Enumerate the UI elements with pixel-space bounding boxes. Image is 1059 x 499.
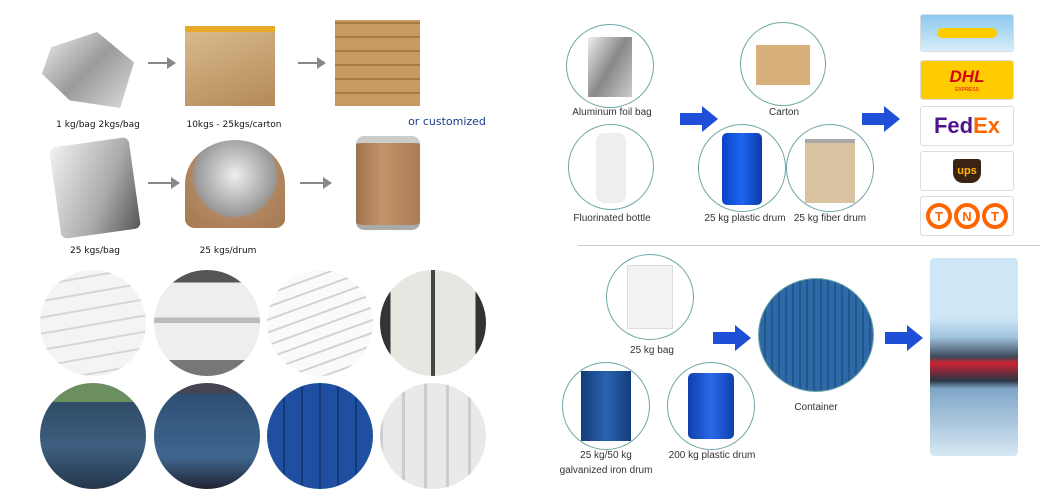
ups-text: ups	[953, 159, 981, 183]
arrow-icon	[148, 57, 176, 69]
blue-arrow-icon	[713, 325, 751, 351]
fedex-ex: Ex	[973, 113, 1001, 138]
blue-arrow-icon	[885, 325, 923, 351]
label-iron-drum-2: galvanized iron drum	[559, 465, 653, 476]
container-circle	[758, 278, 874, 392]
carton-box-image	[185, 26, 275, 106]
iron-drum-circle	[562, 362, 650, 450]
photo-blue-drums	[267, 383, 373, 489]
label-plastic-drum: 25 kg plastic drum	[704, 213, 786, 224]
label-foil-bag: Aluminum foil bag	[572, 107, 652, 118]
label-small-bags: 1 kg/bag 2kgs/bag	[56, 120, 140, 130]
label-bag25: 25 kg bag	[630, 345, 674, 356]
dhl-express-text: EXPRESS	[955, 87, 979, 93]
blue-arrow-icon	[862, 106, 900, 132]
large-foil-bag-image	[48, 136, 142, 240]
arrow-icon	[298, 57, 326, 69]
photo-bag-stack	[267, 270, 373, 376]
bottle-circle	[568, 124, 654, 210]
arrow-icon	[148, 177, 180, 189]
dhl-plane-logo	[920, 14, 1014, 52]
fedex-fed: Fed	[933, 113, 974, 138]
carton-circle	[740, 22, 826, 106]
fiber-drum-image	[356, 136, 420, 230]
label-big-bag: 25 kgs/bag	[70, 246, 120, 256]
plastic-drum-200-circle	[667, 362, 755, 450]
carton-pallet-image	[335, 20, 420, 106]
photo-ibc-tanks	[380, 383, 486, 489]
ups-logo: ups	[920, 151, 1014, 191]
label-iron-drum-1: 25 kg/50 kg	[580, 450, 632, 461]
photo-white-bags	[40, 270, 146, 376]
cargo-ship-photo	[930, 258, 1018, 456]
tnt-logo: T N T	[920, 196, 1014, 236]
fiber-drum-circle	[786, 124, 874, 212]
photo-drums-pallet	[40, 383, 146, 489]
foil-bag-circle	[566, 24, 654, 108]
photo-jumbo-bags	[380, 270, 486, 376]
label-carton-right: Carton	[768, 107, 800, 118]
blue-arrow-icon	[680, 106, 718, 132]
drum-with-liner-image	[185, 140, 285, 228]
dhl-text: DHL	[949, 67, 985, 86]
photo-drums-warehouse	[154, 383, 260, 489]
label-drum: 25 kgs/drum	[199, 246, 257, 256]
arrow-icon	[300, 177, 332, 189]
label-fiber-drum: 25 kg fiber drum	[793, 213, 867, 224]
label-customized: or customized	[408, 115, 486, 128]
tnt-letter: N	[954, 203, 980, 229]
bag25-circle	[606, 254, 694, 340]
foil-bags-image	[42, 32, 134, 108]
label-bottle: Fluorinated bottle	[573, 213, 651, 224]
label-carton: 10kgs - 25kgs/carton	[186, 120, 282, 130]
label-plastic-drum-200: 200 kg plastic drum	[668, 450, 756, 461]
tnt-letter: T	[926, 203, 952, 229]
tnt-letter: T	[982, 203, 1008, 229]
plastic-drum-circle	[698, 124, 786, 212]
label-container: Container	[794, 402, 838, 413]
divider	[578, 245, 1040, 246]
photo-palletized-bags	[154, 270, 260, 376]
